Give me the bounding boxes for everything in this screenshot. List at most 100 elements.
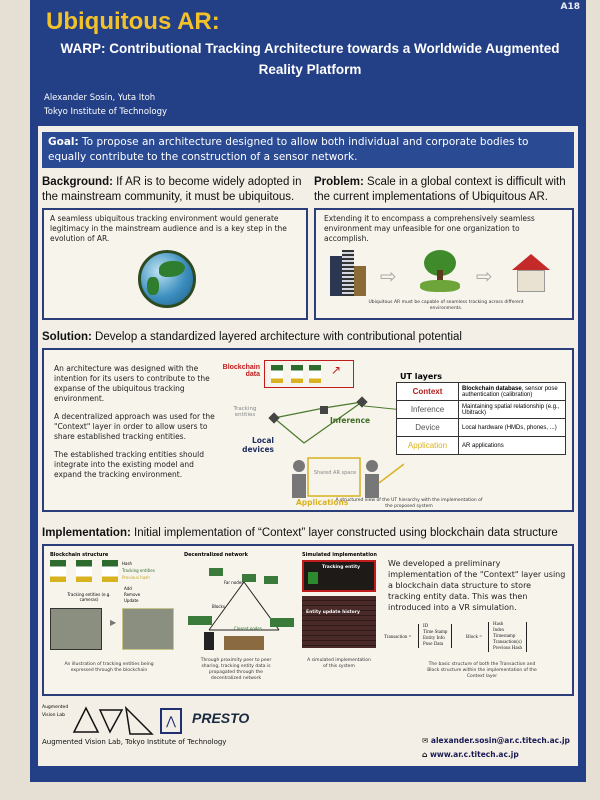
affiliation: Tokyo Institute of Technology xyxy=(44,107,168,117)
transaction-field: Time Stamp xyxy=(423,630,448,635)
arrow-right-icon: ⇨ xyxy=(476,264,493,288)
fig1-label: Tracking entities (e.g. cameras) xyxy=(67,592,111,602)
fig2-label: Far nodes xyxy=(224,580,244,585)
blockchain-data-box: ↗ xyxy=(264,360,354,388)
layer-name: Inference xyxy=(396,400,459,419)
authors: Alexander Sosin, Yuta Itoh xyxy=(44,93,156,103)
solution-box: An architecture was designed with the in… xyxy=(42,348,574,512)
website-link[interactable]: www.ar.c.titech.ac.jp xyxy=(429,750,519,759)
nature-trees-icon xyxy=(420,250,460,294)
email-row: ✉ alexander.sosin@ar.c.titech.ac.jp xyxy=(422,736,570,745)
website-row: ⌂ www.ar.c.titech.ac.jp xyxy=(422,750,519,759)
content-panel: Goal: To propose an architecture designe… xyxy=(38,126,578,766)
fig1-label: Tracking entities xyxy=(122,568,155,573)
goal-text: To propose an architecture designed to a… xyxy=(48,136,529,163)
problem-label: Problem: xyxy=(314,176,364,188)
block-field: Index xyxy=(493,628,505,633)
block-field: Transaction(s) xyxy=(493,640,522,645)
tracking-entities-label: Tracking entities xyxy=(233,406,257,418)
fig3-title: Simulated implementation xyxy=(302,552,377,558)
background-body: A seamless ubiquitous tracking environme… xyxy=(50,214,287,243)
background-text: If AR is to become widely adopted in the… xyxy=(42,176,302,203)
solution-paragraph: A decentralized approach was used for th… xyxy=(54,412,215,441)
home-icon: ⌂ xyxy=(422,750,430,759)
fig2-title: Decentralized network xyxy=(184,552,248,558)
poster-title: Ubiquitous AR: xyxy=(46,8,220,35)
implementation-label: Implementation: xyxy=(42,527,131,539)
block-label: Block = xyxy=(466,635,483,640)
titech-logo-icon: ⋀ xyxy=(160,708,182,734)
background-heading: Background: If AR is to become widely ad… xyxy=(42,175,310,205)
globe-icon xyxy=(138,250,196,308)
goal-banner: Goal: To propose an architecture designe… xyxy=(42,132,574,168)
transaction-label: Transaction = xyxy=(384,635,412,640)
poster-tag: A18 xyxy=(560,2,581,12)
presto-logo: PRESTO xyxy=(192,710,250,726)
fig2-label: Closest nodes xyxy=(234,626,262,631)
fig2-caption: Through proximity peer to peer sharing, … xyxy=(200,658,272,681)
inference-label: Inference xyxy=(330,416,371,425)
email-link[interactable]: alexander.sosin@ar.c.titech.ac.jp xyxy=(430,736,570,745)
problem-caption: Ubiquitous AR must be capable of seamles… xyxy=(368,300,524,311)
block-field: Timestamp xyxy=(493,634,516,639)
background-label: Background: xyxy=(42,176,113,188)
avl-logo-label: Augmented Vision Lab xyxy=(42,705,69,718)
transaction-field: Pose Data xyxy=(423,642,444,647)
layer-name: Context xyxy=(396,382,459,401)
local-devices-label: Local devices xyxy=(242,436,274,454)
arrow-right-icon: ▶ xyxy=(110,618,117,627)
layer-desc: Maintaining spatial relationship (e.g., … xyxy=(458,400,566,419)
transaction-field: Entity Info xyxy=(423,636,445,641)
layer-name: Device xyxy=(396,418,459,437)
axes-icon: ↗ xyxy=(331,363,342,377)
problem-text: Scale in a global context is difficult w… xyxy=(314,176,566,203)
fig1-label: Previous hash xyxy=(122,575,150,580)
fig1-label: Hash xyxy=(122,561,133,566)
fig1-label: Update xyxy=(124,598,139,603)
avl-logo-text: Augmented Vision Lab xyxy=(42,704,68,720)
arrow-right-icon: ⇨ xyxy=(380,264,397,288)
tracking-entity-screenshot: Tracking entity xyxy=(302,560,376,592)
solution-text: Develop a standardized layered architect… xyxy=(91,331,462,343)
layer-desc: Blockchain database, sensor pose authent… xyxy=(458,382,566,401)
background-box: A seamless ubiquitous tracking environme… xyxy=(42,208,308,320)
solution-paragraph: An architecture was designed with the in… xyxy=(54,364,210,403)
fig2-label: Blocks xyxy=(212,604,225,609)
implementation-body: We developed a preliminary implementatio… xyxy=(388,559,566,612)
transaction-field: ID xyxy=(423,624,429,629)
block-field: Hash xyxy=(493,622,504,627)
goal-label: Goal: xyxy=(48,136,79,148)
layer-desc-text: , sensor pose authentication (calibratio… xyxy=(462,385,558,398)
blockchain-data-label: Blockchain data xyxy=(222,364,260,378)
formula-caption: The basic structure of both the Transact… xyxy=(427,662,537,679)
solution-text-column: An architecture was designed with the in… xyxy=(54,364,216,480)
fig1-label: Remove xyxy=(124,592,141,597)
solution-paragraph: The established tracking entities should… xyxy=(54,450,204,479)
implementation-text: Initial implementation of “Context” laye… xyxy=(130,527,558,539)
ut-layers-title: UT layers xyxy=(400,372,442,381)
problem-body: Extending it to encompass a comprehensiv… xyxy=(324,214,535,243)
city-scene-image xyxy=(50,608,102,650)
layer-name: Application xyxy=(396,436,459,455)
applications-label: Applications xyxy=(296,498,349,507)
house-icon xyxy=(512,254,550,294)
layer-desc: Local hardware (HMDs, phones, ...) xyxy=(458,418,566,437)
block-field: Previous Hash xyxy=(493,646,523,651)
layer-desc: AR applications xyxy=(458,436,566,455)
poster-subtitle: WARP: Contributional Tracking Architectu… xyxy=(60,41,560,77)
fig3-label: Entity update history xyxy=(306,610,360,615)
city-scene-updated-image xyxy=(122,608,174,650)
architecture-diagram-lines xyxy=(268,396,404,498)
fig3-label: Tracking entity xyxy=(322,565,361,570)
layer-desc-bold: Blockchain database xyxy=(462,385,522,392)
